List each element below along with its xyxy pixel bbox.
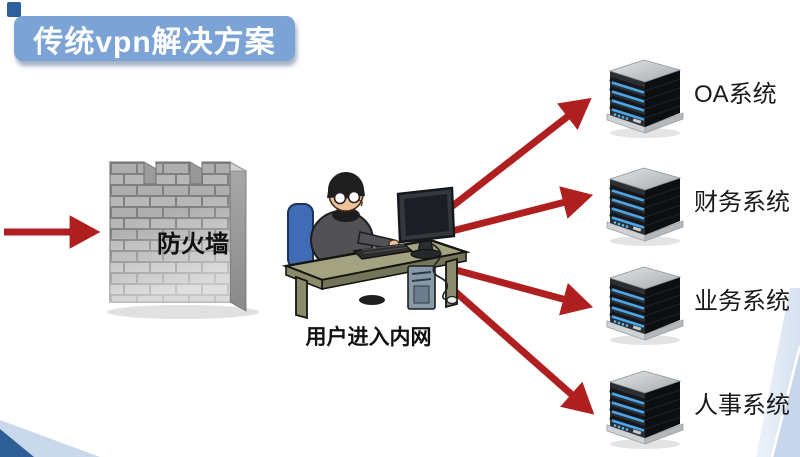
page-title-text: 传统vpn解决方案 bbox=[33, 25, 276, 59]
hacker-desk-icon bbox=[281, 171, 471, 320]
arrow-to-finance-server bbox=[451, 186, 594, 235]
bottom-left-swoosh-light bbox=[0, 420, 100, 457]
server-label-finance: 财务系统 bbox=[694, 188, 790, 216]
user-label: 用户进入内网 bbox=[305, 326, 432, 349]
server-row-finance: 财务系统 bbox=[600, 163, 800, 246]
chair-shape bbox=[287, 203, 314, 269]
server-label-business: 业务系统 bbox=[694, 287, 790, 315]
server-row-hr: 人事系统 bbox=[600, 366, 800, 449]
server-row-business: 业务系统 bbox=[600, 262, 800, 345]
server-label-hr: 人事系统 bbox=[694, 391, 790, 419]
firewall-label: 防火墙 bbox=[157, 231, 229, 258]
server-label-oa: OA系统 bbox=[694, 80, 777, 108]
server-icon bbox=[606, 266, 684, 345]
arrow-to-hr-server bbox=[447, 284, 595, 415]
arrow-to-oa-server bbox=[447, 97, 592, 211]
server-icon bbox=[606, 167, 684, 246]
server-icon bbox=[606, 370, 684, 449]
firewall-icon bbox=[107, 161, 259, 319]
user-node bbox=[280, 148, 471, 323]
arrow-to-business-server bbox=[451, 265, 594, 316]
page-title: 传统vpn解决方案 bbox=[14, 16, 295, 61]
corner-accent-square bbox=[7, 2, 21, 17]
firewall-node: 防火墙 bbox=[98, 152, 263, 324]
bottom-left-swoosh-dark bbox=[0, 429, 34, 457]
server-icon bbox=[606, 59, 684, 138]
server-row-oa: OA系统 bbox=[600, 55, 800, 138]
